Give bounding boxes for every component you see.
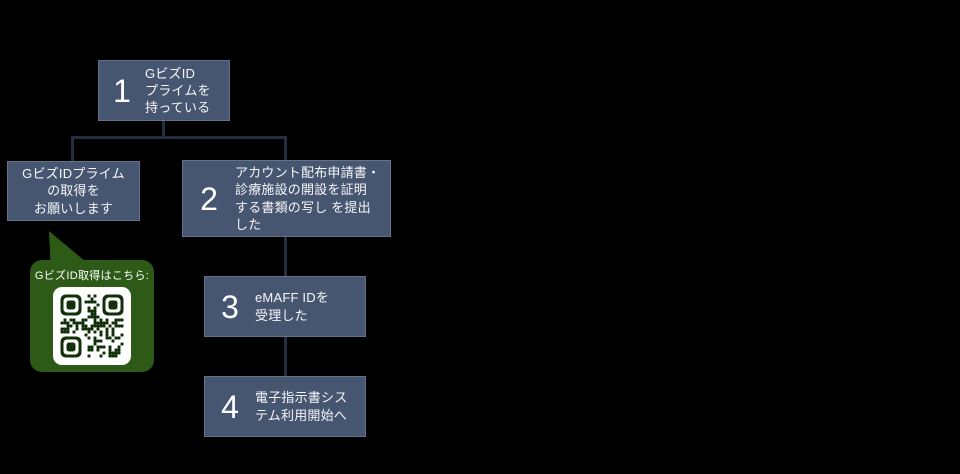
speech-bubble-tail xyxy=(49,231,86,262)
gbizid-link-label: GビズID取得はこちら: xyxy=(34,270,150,282)
step-2-number: 2 xyxy=(200,180,218,217)
gbizid-speech-bubble: GビズID取得はこちら: xyxy=(30,231,154,372)
step-4-text: 電子指示書シス テム利用開始へ xyxy=(255,390,348,423)
step-2-text: アカウント配布申請書・ 診療施設の開設を証明 する書類の写し を提出 した xyxy=(235,165,381,232)
step-3-box: 3 eMAFF IDを 受理した xyxy=(204,276,366,337)
gbizid-qr-code xyxy=(53,287,131,365)
step-1-box: 1 GビズID プライムを 持っている xyxy=(98,60,230,121)
note-get-gbizid-text: GビズIDプライム の取得を お願いします xyxy=(22,166,125,216)
note-get-gbizid-box: GビズIDプライム の取得を お願いします xyxy=(7,161,140,221)
step-1-number: 1 xyxy=(113,72,131,109)
connector-step1-down xyxy=(162,121,165,138)
step-3-text: eMAFF IDを 受理した xyxy=(255,290,330,323)
connector-step3-step4 xyxy=(284,337,287,377)
step-1-text: GビズID プライムを 持っている xyxy=(145,65,211,116)
connector-branch-right xyxy=(284,136,287,161)
step-4-number: 4 xyxy=(221,388,239,425)
step-4-box: 4 電子指示書シス テム利用開始へ xyxy=(204,376,366,437)
connector-branch-horizontal xyxy=(71,136,287,139)
step-2-box: 2 アカウント配布申請書・ 診療施設の開設を証明 する書類の写し を提出 した xyxy=(182,160,391,237)
connector-step2-step3 xyxy=(284,237,287,277)
step-3-number: 3 xyxy=(221,288,239,325)
connector-branch-left xyxy=(71,136,74,162)
